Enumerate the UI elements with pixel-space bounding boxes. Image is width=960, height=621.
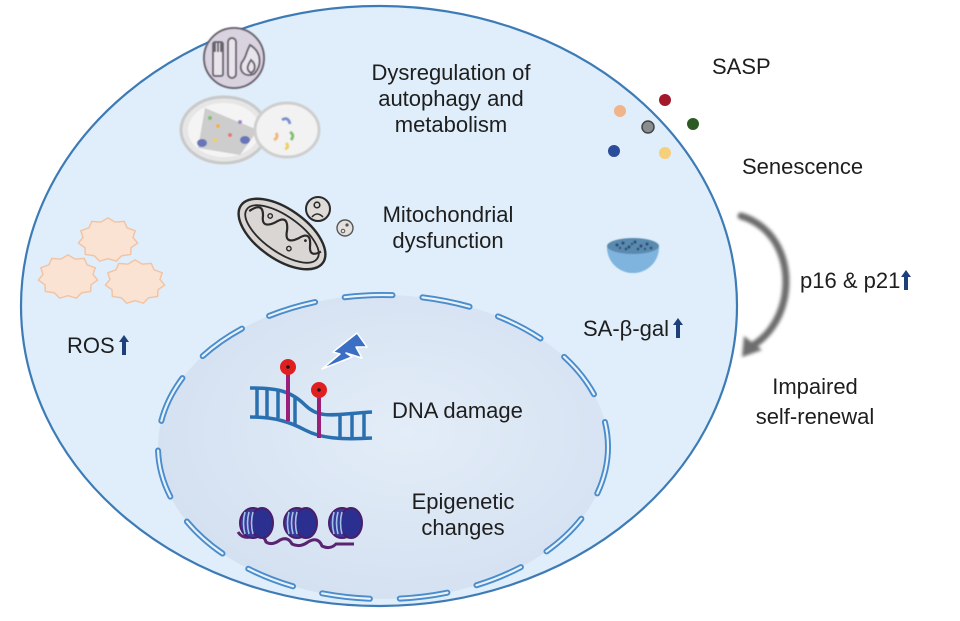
metabolism-icon bbox=[203, 27, 265, 89]
label-autophagy-metabolism: Dysregulation of autophagy and metabolis… bbox=[341, 60, 561, 138]
label-impaired-self-renewal: Impaired self-renewal bbox=[740, 372, 890, 432]
label-line: Impaired bbox=[772, 374, 858, 399]
chromatin-icon bbox=[236, 507, 363, 550]
sasp-factor-dot bbox=[608, 145, 620, 157]
label-p16-p21: p16 & p21 bbox=[800, 268, 912, 294]
dna-text: DNA damage bbox=[392, 398, 523, 423]
p16p21-text: p16 & p21 bbox=[800, 268, 901, 293]
label-line: self-renewal bbox=[755, 404, 875, 429]
lightning-icon bbox=[321, 332, 368, 370]
label-line: metabolism bbox=[394, 112, 508, 137]
ros-text: ROS bbox=[67, 333, 115, 358]
nuclear-envelope-inner bbox=[156, 293, 610, 601]
up-arrow-icon bbox=[118, 335, 129, 355]
ros-icon bbox=[37, 217, 166, 305]
label-mitochondrial-dysfunction: Mitochondrial dysfunction bbox=[363, 202, 533, 254]
label-sasp: SASP bbox=[712, 54, 771, 80]
sa-beta-gal-icon bbox=[607, 238, 659, 273]
label-senescence: Senescence bbox=[742, 154, 863, 180]
sasp-factor-dot bbox=[687, 118, 699, 130]
label-line: Dysregulation of bbox=[371, 60, 531, 85]
dna-damage-icon bbox=[249, 332, 373, 441]
label-line: Epigenetic bbox=[411, 489, 515, 514]
sagal-text: SA-β-gal bbox=[583, 316, 670, 341]
up-arrow-icon bbox=[673, 318, 684, 338]
nucleosome bbox=[328, 507, 363, 539]
nucleosome bbox=[239, 507, 274, 539]
ros-cloud bbox=[77, 217, 139, 263]
label-line: changes bbox=[421, 515, 505, 540]
label-line: dysfunction bbox=[392, 228, 504, 253]
sasp-factor-dot bbox=[659, 147, 671, 159]
ros-cloud bbox=[37, 254, 99, 300]
nucleosome bbox=[283, 507, 318, 539]
curved-arrow-icon bbox=[737, 212, 790, 357]
label-dna-damage: DNA damage bbox=[392, 398, 523, 424]
label-epigenetic-changes: Epigenetic changes bbox=[398, 489, 528, 541]
sasp-factor-dot bbox=[641, 120, 655, 134]
label-line: autophagy and bbox=[378, 86, 524, 111]
mitochondrion-icon bbox=[237, 196, 354, 271]
sasp-text: SASP bbox=[712, 54, 771, 79]
ros-cloud bbox=[104, 259, 166, 305]
up-arrow-icon bbox=[901, 270, 912, 290]
sasp-factor-dot bbox=[659, 94, 671, 106]
senescence-text: Senescence bbox=[742, 154, 864, 179]
autophagy-icon bbox=[179, 95, 321, 165]
label-ros: ROS bbox=[67, 333, 129, 359]
sasp-factors bbox=[608, 94, 699, 159]
sasp-factor-dot bbox=[614, 105, 626, 117]
label-line: Mitochondrial bbox=[382, 202, 514, 227]
label-sa-beta-gal: SA-β-gal bbox=[583, 316, 684, 342]
